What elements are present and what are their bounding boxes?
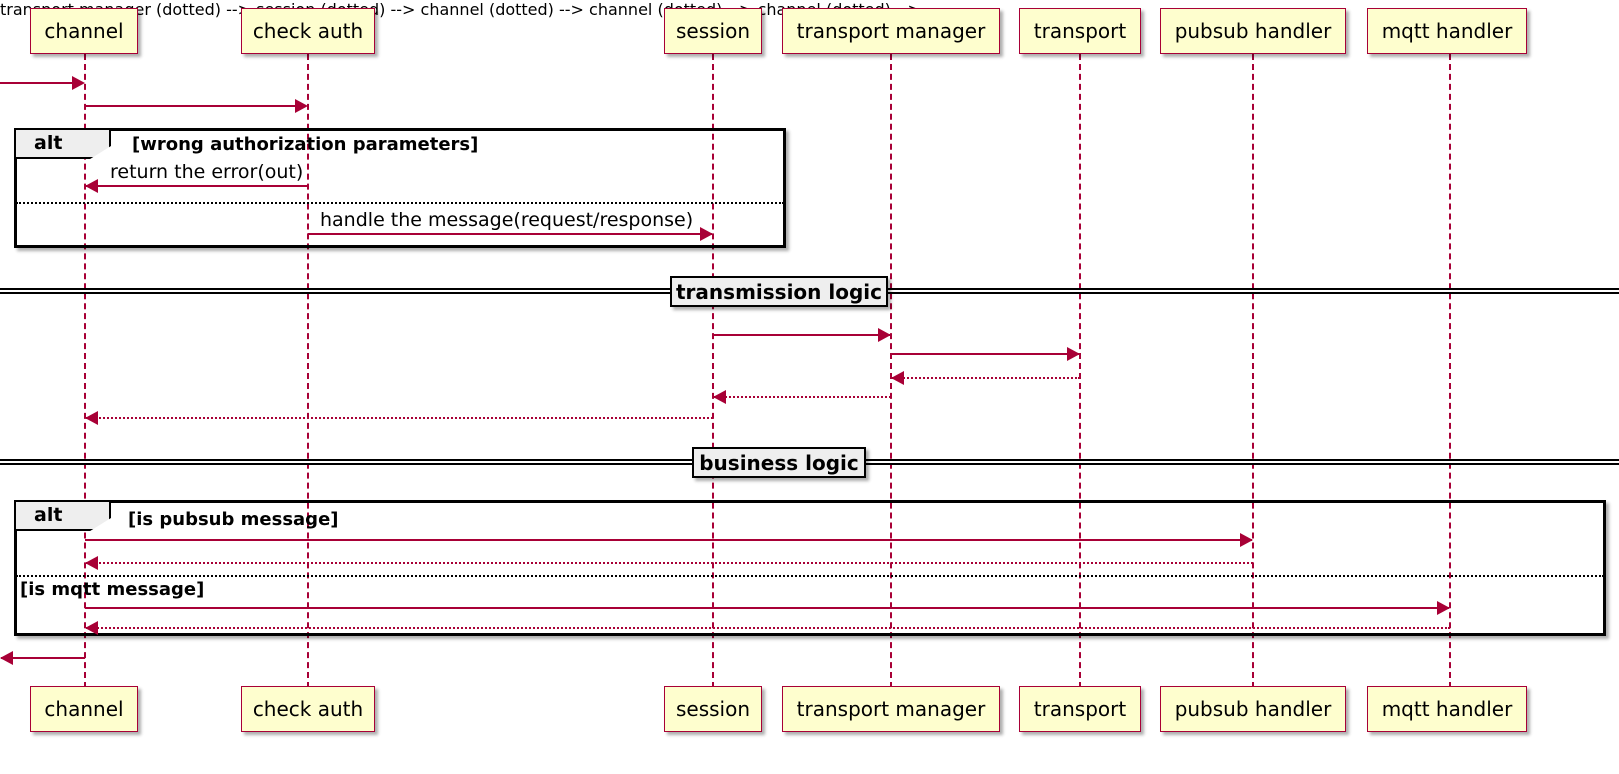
arrowhead-mqtt-to-channel-return (85, 621, 98, 635)
alt-else-divider-1 (16, 202, 784, 204)
arrowhead-outbound-response (0, 651, 13, 665)
message-line-channel-to-mqtt (85, 607, 1449, 609)
arrowhead-return-error (85, 179, 98, 193)
message-line-pubsub-to-channel-return (86, 562, 1253, 564)
participant-bottom-transport-manager[interactable]: transport manager (782, 686, 1000, 732)
lifeline-pubsub (1252, 54, 1254, 688)
message-line-channel-to-checkauth (85, 105, 306, 107)
arrowhead-inbound-request (72, 76, 85, 90)
arrowhead-channel-to-pubsub (1240, 533, 1253, 547)
participant-bottom-channel[interactable]: channel (30, 686, 138, 732)
arrowhead-tmanager-to-session-return (713, 390, 726, 404)
message-line-session-to-tmanager (713, 334, 890, 336)
lifeline-transport (1079, 54, 1081, 688)
participant-label-check-auth-bottom: check auth (252, 697, 364, 721)
message-line-inbound-request (0, 82, 83, 84)
participant-bottom-transport[interactable]: transport (1019, 686, 1141, 732)
participant-label-transport-bottom: transport (1033, 697, 1127, 721)
message-line-tmanager-to-transport (891, 353, 1079, 355)
participant-bottom-check-auth[interactable]: check auth (241, 686, 375, 732)
lifeline-session (712, 54, 714, 688)
alt-group-message-type-tab: alt (16, 502, 111, 531)
message-label-return-error: return the error(out) (110, 161, 304, 183)
alt-group-authorization-tab: alt (16, 130, 111, 159)
lifeline-channel (84, 54, 86, 688)
message-label-handle-message: handle the message(request/response) (320, 209, 694, 231)
arrowhead-pubsub-to-channel-return (85, 556, 98, 570)
participant-label-transport-manager: transport manager (796, 19, 986, 43)
participant-bottom-session[interactable]: session (664, 686, 762, 732)
lifeline-checkauth (307, 54, 309, 688)
participant-label-pubsub-handler-bottom: pubsub handler (1174, 697, 1332, 721)
participant-label-channel-bottom: channel (44, 697, 124, 721)
arrowhead-transport-to-tmanager-return (891, 371, 904, 385)
participant-top-pubsub-handler[interactable]: pubsub handler (1160, 8, 1346, 54)
arrowhead-channel-to-mqtt (1437, 601, 1450, 615)
alt-condition-is-mqtt-message: [is mqtt message] (20, 579, 205, 600)
participant-label-session: session (675, 19, 751, 43)
participant-bottom-mqtt-handler[interactable]: mqtt handler (1367, 686, 1527, 732)
participant-label-pubsub-handler: pubsub handler (1174, 19, 1332, 43)
message-line-outbound-response (1, 657, 85, 659)
lifeline-mqtt (1449, 54, 1451, 688)
alt-keyword-2: alt (34, 504, 63, 526)
message-line-tmanager-to-session-return (714, 396, 891, 398)
participant-label-check-auth: check auth (252, 19, 364, 43)
message-line-mqtt-to-channel-return (86, 627, 1450, 629)
arrowhead-session-to-channel-return (85, 411, 98, 425)
alt-condition-is-pubsub-message: [is pubsub message] (128, 509, 339, 530)
participant-top-transport[interactable]: transport (1019, 8, 1141, 54)
message-line-session-to-channel-return (86, 417, 713, 419)
alt-else-divider-2 (16, 575, 1604, 577)
alt-group-authorization (14, 128, 786, 248)
arrowhead-tmanager-to-transport (1067, 347, 1080, 361)
participant-top-channel[interactable]: channel (30, 8, 138, 54)
divider-business-label: business logic (699, 450, 859, 475)
alt-keyword-1: alt (34, 132, 63, 154)
message-line-channel-to-pubsub (85, 539, 1252, 541)
participant-label-transport: transport (1033, 19, 1127, 43)
arrowhead-channel-to-checkauth (295, 99, 308, 113)
divider-business-logic: business logic (692, 447, 866, 478)
participant-label-mqtt-handler: mqtt handler (1381, 19, 1513, 43)
arrowhead-session-to-tmanager (878, 328, 891, 342)
participant-top-session[interactable]: session (664, 8, 762, 54)
message-line-transport-to-tmanager-return (892, 377, 1080, 379)
arrowhead-handle-message (700, 227, 713, 241)
participant-top-transport-manager[interactable]: transport manager (782, 8, 1000, 54)
message-line-return-error (86, 185, 308, 187)
message-line-handle-message (308, 233, 712, 235)
divider-transmission-label: transmission logic (676, 279, 882, 304)
alt-group-message-type (14, 500, 1606, 636)
participant-top-check-auth[interactable]: check auth (241, 8, 375, 54)
participant-label-transport-manager-bottom: transport manager (796, 697, 986, 721)
participant-label-mqtt-handler-bottom: mqtt handler (1381, 697, 1513, 721)
participant-label-session-bottom: session (675, 697, 751, 721)
alt-condition-wrong-authorization: [wrong authorization parameters] (132, 134, 479, 155)
participant-bottom-pubsub-handler[interactable]: pubsub handler (1160, 686, 1346, 732)
divider-transmission-logic: transmission logic (670, 276, 888, 307)
participant-top-mqtt-handler[interactable]: mqtt handler (1367, 8, 1527, 54)
participant-label-channel: channel (44, 19, 124, 43)
